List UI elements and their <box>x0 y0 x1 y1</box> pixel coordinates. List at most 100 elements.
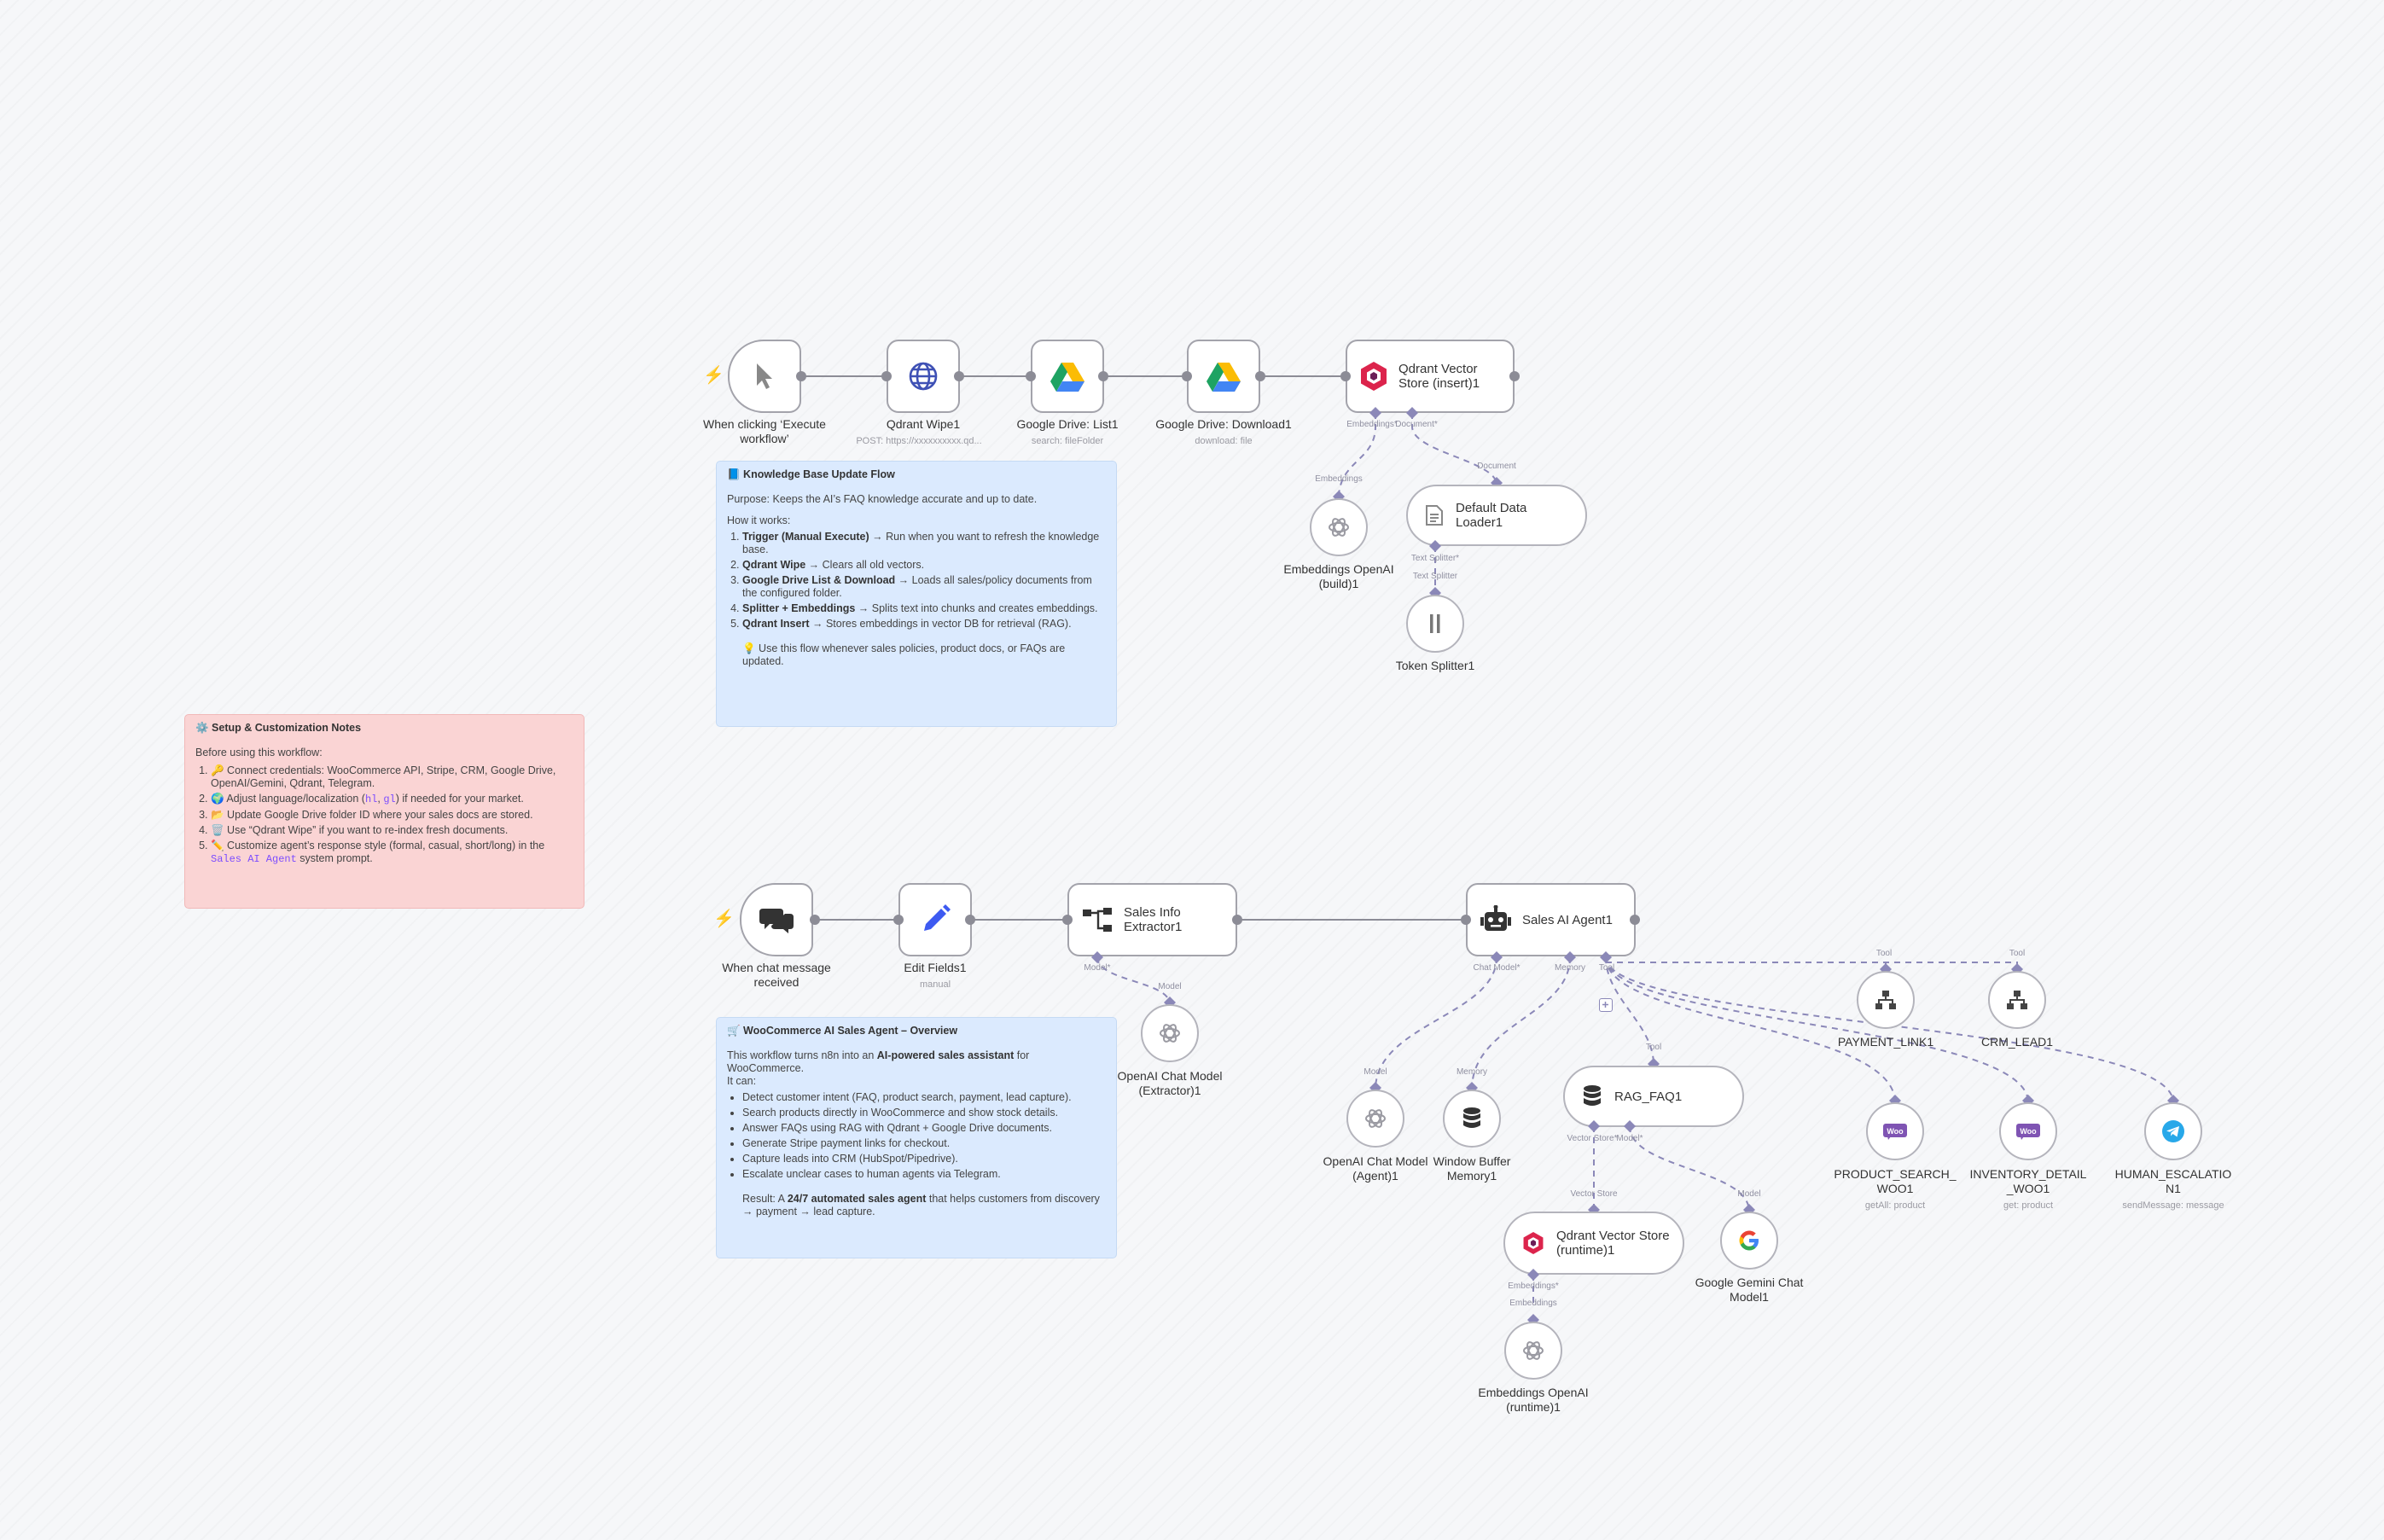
node-label: Embeddings OpenAI (build)1 <box>1283 562 1394 590</box>
handle-label: Tool <box>1875 949 1893 958</box>
output-handle[interactable] <box>810 915 820 925</box>
gdrive-list-node[interactable] <box>1031 340 1104 413</box>
human-escalation-node[interactable] <box>2144 1102 2202 1160</box>
handle-label: Model <box>1364 1067 1387 1077</box>
default-data-loader-node[interactable]: Default Data Loader1 <box>1406 485 1587 546</box>
handle-diamond[interactable] <box>1527 1269 1539 1281</box>
kb-update-note[interactable]: 📘 Knowledge Base Update Flow Purpose: Ke… <box>716 461 1117 727</box>
handle-label: Chat Model* <box>1473 963 1521 973</box>
handle-label: Text Splitter <box>1412 572 1458 581</box>
gemini-node[interactable] <box>1720 1212 1778 1270</box>
output-handle[interactable] <box>1509 371 1520 381</box>
sales-agent-node[interactable]: Sales AI Agent1 <box>1466 883 1636 956</box>
note-text: Before using this workflow: <box>195 747 323 758</box>
output-handle[interactable] <box>1255 371 1265 381</box>
input-handle[interactable] <box>1461 915 1471 925</box>
note-step: 📂 Update Google Drive folder ID where yo… <box>211 809 573 822</box>
handle-label: Embeddings <box>1315 474 1363 484</box>
gdrive-download-node[interactable] <box>1187 340 1260 413</box>
handle-diamond[interactable] <box>1600 951 1612 963</box>
input-handle[interactable] <box>881 371 892 381</box>
qdrant-runtime-node[interactable]: Qdrant Vector Store (runtime)1 <box>1503 1212 1684 1275</box>
note-bullet: Answer FAQs using RAG with Qdrant + Goog… <box>742 1122 1106 1135</box>
document-icon <box>1426 505 1443 526</box>
handle-label: Embeddings* <box>1346 420 1398 429</box>
qdrant-icon <box>1523 1232 1544 1254</box>
handle-diamond[interactable] <box>1491 951 1503 963</box>
openai-agent-node[interactable] <box>1346 1090 1404 1148</box>
network-icon <box>2007 991 2027 1009</box>
note-bullet: Search products directly in WooCommerce … <box>742 1107 1106 1119</box>
woo-icon: Woo <box>1883 1124 1907 1140</box>
node-title: Qdrant Vector Store (runtime)1 <box>1556 1229 1670 1258</box>
note-step: Splitter + Embeddings → Splits text into… <box>742 602 1106 615</box>
node-label: Google Gemini Chat Model1 <box>1695 1276 1804 1304</box>
handle-label: Document <box>1477 462 1516 471</box>
payment-link-node[interactable] <box>1857 971 1915 1029</box>
input-handle[interactable] <box>1340 371 1351 381</box>
handle-diamond[interactable] <box>1406 407 1418 419</box>
inventory-detail-node[interactable]: Woo <box>1999 1102 2057 1160</box>
woo-overview-note[interactable]: 🛒 WooCommerce AI Sales Agent – Overview … <box>716 1017 1117 1258</box>
handle-label: Model <box>1737 1189 1761 1199</box>
input-handle[interactable] <box>893 915 904 925</box>
memory-node[interactable] <box>1443 1090 1501 1148</box>
note-steps: 🔑 Connect credentials: WooCommerce API, … <box>195 764 573 866</box>
openai-extractor-node[interactable] <box>1141 1004 1199 1062</box>
input-handle[interactable] <box>1182 371 1192 381</box>
note-step: ✏️ Customize agent’s response style (for… <box>211 840 573 866</box>
node-label: INVENTORY_DETAIL _WOO1 <box>1969 1167 2087 1195</box>
handle-diamond[interactable] <box>1369 407 1381 419</box>
note-step: Google Drive List & Download → Loads all… <box>742 574 1106 600</box>
qdrant-icon <box>1361 362 1387 391</box>
note-bullet: Escalate unclear cases to human agents v… <box>742 1168 1106 1181</box>
node-label: PRODUCT_SEARCH_ WOO1 <box>1834 1167 1957 1195</box>
node-label: OpenAI Chat Model (Extractor)1 <box>1117 1069 1223 1097</box>
edit-fields-node[interactable] <box>898 883 972 956</box>
robot-icon <box>1480 905 1511 931</box>
svg-text:Woo: Woo <box>1887 1127 1904 1136</box>
qdrant-wipe-node[interactable] <box>887 340 960 413</box>
setup-note[interactable]: ⚙️ Setup & Customization Notes Before us… <box>184 714 584 909</box>
output-handle[interactable] <box>1232 915 1242 925</box>
output-handle[interactable] <box>965 915 975 925</box>
output-handle[interactable] <box>954 371 964 381</box>
handle-diamond[interactable] <box>1429 540 1441 552</box>
handle-label: Tool <box>1645 1043 1662 1052</box>
handle-label: Embeddings* <box>1508 1281 1559 1291</box>
note-step: Qdrant Wipe → Clears all old vectors. <box>742 559 1106 572</box>
node-label: Embeddings OpenAI (runtime)1 <box>1478 1386 1589 1414</box>
manual-trigger-node[interactable] <box>728 340 801 413</box>
qdrant-insert-node[interactable]: Qdrant Vector Store (insert)1 <box>1346 340 1515 413</box>
input-handle[interactable] <box>1026 371 1036 381</box>
node-title: Default Data Loader1 <box>1456 501 1527 530</box>
rag-faq-node[interactable]: RAG_FAQ1 <box>1563 1066 1744 1127</box>
sales-extractor-node[interactable]: Sales Info Extractor1 <box>1067 883 1237 956</box>
output-handle[interactable] <box>1098 371 1108 381</box>
handle-diamond[interactable] <box>1091 951 1103 963</box>
crm-lead-node[interactable] <box>1988 971 2046 1029</box>
handle-diamond[interactable] <box>1588 1120 1600 1132</box>
handle-diamond[interactable] <box>1564 951 1576 963</box>
handle-label: Tool <box>2009 949 2026 958</box>
add-tool-button[interactable] <box>1599 998 1613 1012</box>
embeddings-build-node[interactable] <box>1310 498 1368 556</box>
node-label: When clicking ‘Execute workflow’ <box>703 417 826 445</box>
output-handle[interactable] <box>796 371 806 381</box>
input-handle[interactable] <box>1062 915 1073 925</box>
note-step: Trigger (Manual Execute) → Run when you … <box>742 531 1106 556</box>
trigger-bolt-icon: ⚡ <box>713 909 735 928</box>
output-handle[interactable] <box>1630 915 1640 925</box>
node-sublabel: get: product <box>2003 1200 2054 1211</box>
handle-label: Vector Store* <box>1567 1134 1618 1143</box>
node-label: Token Splitter1 <box>1395 659 1475 672</box>
token-splitter-node[interactable] <box>1406 595 1464 653</box>
node-sublabel: download: file <box>1195 436 1253 446</box>
embeddings-runtime-node[interactable] <box>1504 1322 1562 1380</box>
handle-diamond[interactable] <box>1624 1120 1636 1132</box>
product-search-node[interactable]: Woo <box>1866 1102 1924 1160</box>
openai-icon <box>1329 518 1349 537</box>
node-sublabel: manual <box>919 979 951 990</box>
chat-trigger-node[interactable] <box>740 883 813 956</box>
node-label: Window Buffer Memory1 <box>1433 1154 1511 1183</box>
